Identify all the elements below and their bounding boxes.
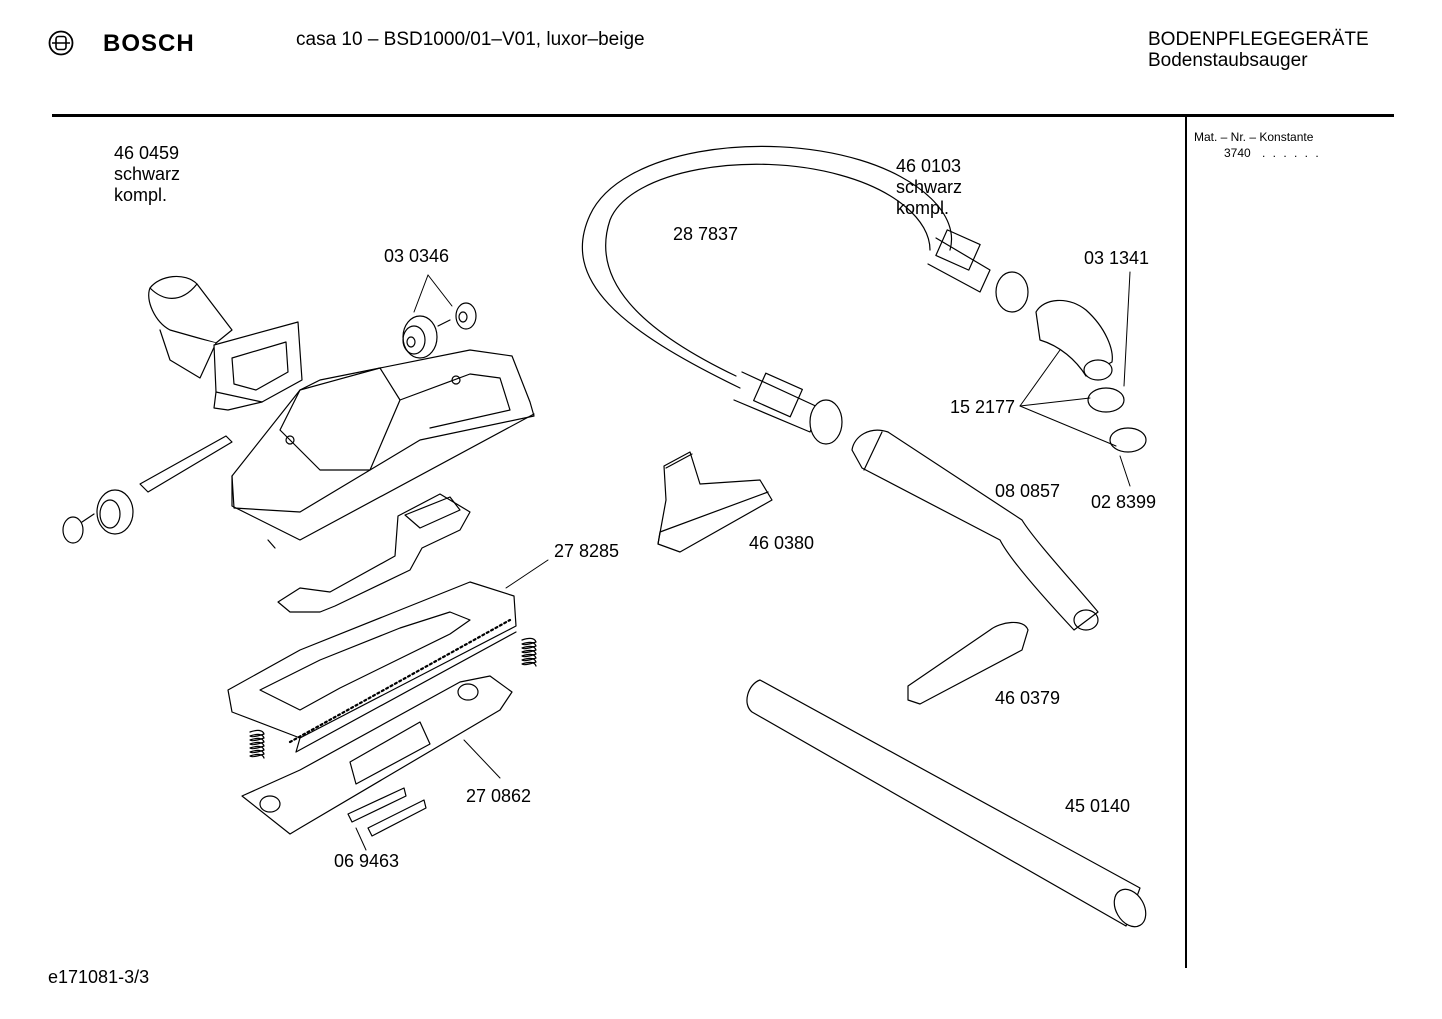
adapter-nozzle-part: [148, 275, 303, 411]
model-title: casa 10 – BSD1000/01–V01, luxor–beige: [296, 29, 645, 50]
brush-strip-part: [241, 675, 513, 835]
category-title: BODENPFLEGEGERÄTE: [1148, 29, 1369, 50]
part-number-460379: 46 0379: [995, 688, 1061, 708]
part-number-460103: 46 0103: [896, 156, 962, 176]
part-color-460103: schwarz: [896, 177, 963, 197]
mat-nr-label: Mat. – Nr. – Konstante: [1194, 130, 1314, 144]
part-number-069463: 06 9463: [334, 851, 400, 871]
bosch-logo-icon: [48, 30, 74, 56]
clip-part: [1087, 387, 1147, 453]
part-number-030346: 03 0346: [384, 246, 450, 266]
part-number-080857: 08 0857: [995, 481, 1061, 501]
part-note-460103: kompl.: [896, 198, 950, 218]
part-number-450140: 45 0140: [1065, 796, 1131, 816]
elbow-part: [1035, 299, 1113, 381]
subcategory-title: Bodenstaubsauger: [1148, 50, 1308, 71]
part-number-460380: 46 0380: [749, 533, 815, 553]
part-number-031341: 03 1341: [1084, 248, 1150, 268]
brand-name: BOSCH: [103, 30, 195, 57]
floor-nozzle-housing-part: [231, 349, 535, 549]
leader-lines: [355, 271, 1131, 851]
sidebar-rule: [1185, 116, 1187, 968]
header-rule: [52, 114, 1394, 117]
upholstery-tool-part: [657, 451, 773, 553]
document-id: e171081-3/3: [48, 967, 150, 987]
wheel-part: [402, 302, 477, 359]
part-number-278285: 27 8285: [554, 541, 620, 561]
switch-lever-part: [277, 493, 471, 613]
felt-strips-part: [347, 787, 427, 837]
spring-part: [249, 637, 537, 759]
part-number-460459: 46 0459: [114, 143, 180, 163]
mat-nr-value: 3740: [1224, 146, 1251, 160]
part-color-460459: schwarz: [114, 164, 181, 184]
part-number-270862: 27 0862: [466, 786, 532, 806]
hose-part: [581, 145, 1029, 445]
sole-plate-part: [227, 581, 517, 753]
part-number-152177: 15 2177: [950, 397, 1016, 417]
part-number-287837: 28 7837: [673, 224, 739, 244]
crevice-nozzle-part: [907, 621, 1029, 705]
axle-part: [62, 435, 233, 544]
mat-nr-dots: . . . . . .: [1262, 146, 1321, 160]
part-note-460459: kompl.: [114, 185, 168, 205]
part-number-028399: 02 8399: [1091, 492, 1157, 512]
extension-tube-part: [746, 679, 1147, 928]
handle-tube-part: [851, 429, 1099, 631]
